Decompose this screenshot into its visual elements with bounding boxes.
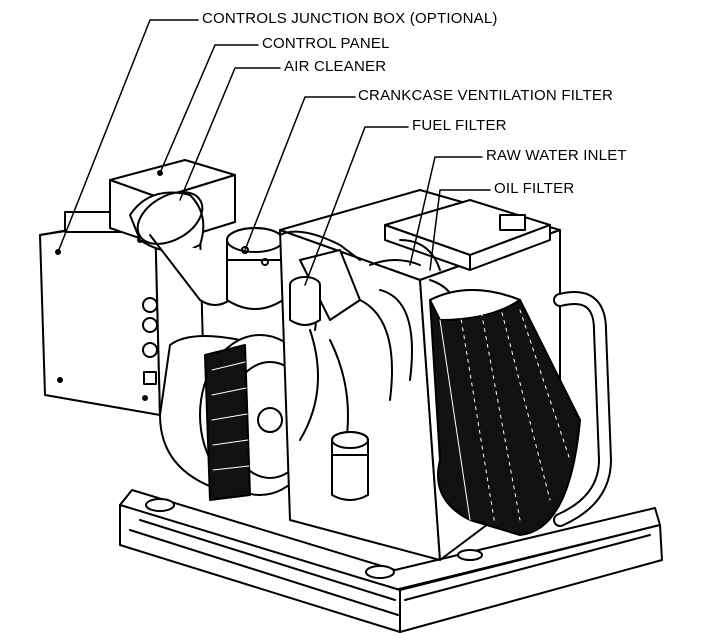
label-raw-water-inlet: RAW WATER INLET	[486, 147, 627, 164]
crankcase-filter	[226, 227, 284, 310]
label-controls-junction-box: CONTROLS JUNCTION BOX (OPTIONAL)	[202, 10, 498, 27]
label-oil-filter: OIL FILTER	[494, 180, 575, 197]
cooling-fins	[204, 344, 251, 501]
mounting-feet	[145, 498, 483, 579]
oil-filter-canister	[331, 431, 369, 501]
leader-lines	[57, 19, 491, 286]
label-air-cleaner: AIR CLEANER	[284, 58, 387, 75]
label-crankcase-ventilation-filter: CRANKCASE VENTILATION FILTER	[358, 87, 614, 104]
label-control-panel: CONTROL PANEL	[262, 35, 390, 52]
heat-exchanger	[429, 289, 581, 536]
label-fuel-filter: FUEL FILTER	[412, 117, 507, 134]
coolant-pipe	[553, 291, 612, 527]
